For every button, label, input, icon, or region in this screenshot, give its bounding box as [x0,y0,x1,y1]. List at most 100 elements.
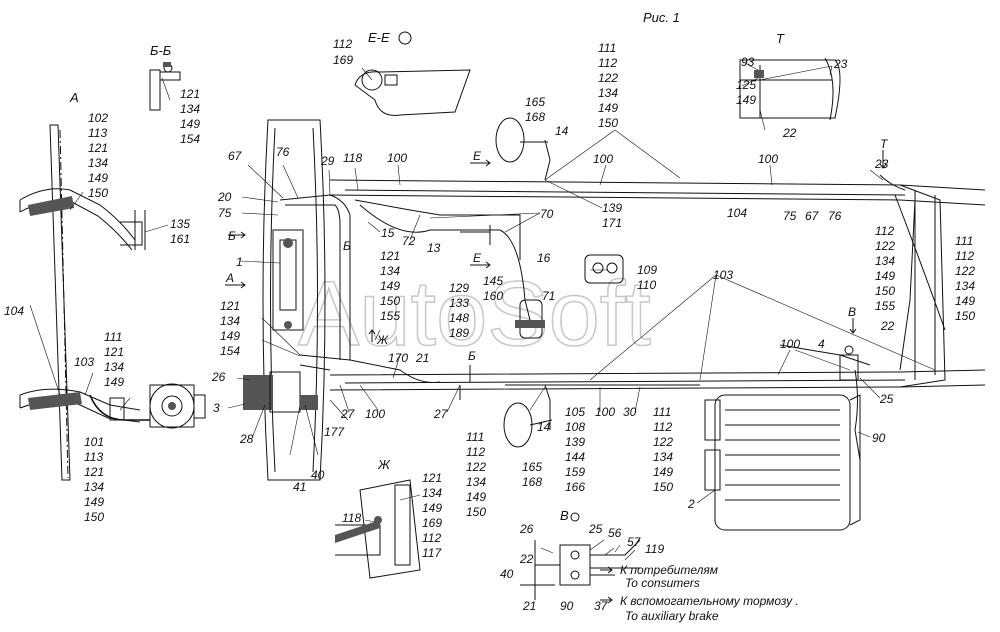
callout: 134 [955,279,975,293]
callout: 90 [560,599,574,613]
callout: 21 [415,351,429,365]
callout: 100 [387,151,407,165]
callout: 113 [84,450,103,464]
arrow-b2-label: Б [343,239,351,253]
callout: 133 [449,296,469,310]
figure-title: Рис. 1 [643,10,680,25]
callout: 118 [343,151,362,165]
callout: 145 [483,274,503,288]
callout: 150 [380,294,400,308]
callout: 112 [422,531,441,545]
detail-bb-drawing [149,62,181,111]
callout: 134 [104,360,124,374]
callout: 171 [602,216,622,230]
callout: 104 [4,304,24,318]
callout: 14 [555,124,569,138]
callout: 135 [170,217,190,231]
callout: 75 [218,206,232,220]
callout: 112 [653,420,672,434]
callout: 166 [565,480,585,494]
frame-rails [329,179,986,391]
callout: 105 [565,405,585,419]
callout: 113 [88,126,107,140]
callout: 16 [537,251,551,265]
callout: 150 [598,116,618,130]
callout: 22 [880,319,895,333]
callout: 75 [783,209,797,223]
callout: 109 [637,263,657,277]
section-zh-title: Ж [377,457,391,472]
callout: 134 [88,156,108,170]
callout: 102 [88,111,108,125]
callout: 27 [340,407,356,421]
callout: 110 [637,278,656,292]
detail-zh-drawing [335,479,421,579]
callout: 121 [84,465,104,479]
callout: 104 [727,206,747,220]
arrow-a-label: A [225,271,234,285]
callout: 100 [365,407,385,421]
callout: 134 [220,314,240,328]
callout: 41 [293,480,306,494]
callout: 23 [833,57,848,71]
callout: 3 [213,401,220,415]
callout: 23 [874,157,889,171]
callout: 150 [875,284,895,298]
callout: 168 [522,475,542,489]
callout: 112 [598,56,617,70]
callout: 144 [565,450,585,464]
callout: 149 [88,171,108,185]
detail-a-drawing [19,124,206,481]
callout: 134 [84,480,104,494]
callout: 149 [598,101,618,115]
callout: 134 [598,86,618,100]
callout: 150 [466,505,486,519]
callout: 121 [180,87,200,101]
callout: 139 [565,435,585,449]
callout: 101 [84,435,104,449]
callout: 169 [333,53,353,67]
callout: 100 [593,152,613,166]
callout: 149 [653,465,673,479]
callout: 119 [645,542,664,556]
callout: 4 [818,337,825,351]
callout: 122 [653,435,673,449]
callout: 165 [525,95,545,109]
brake-lines [279,139,916,461]
callout: 170 [388,351,408,365]
callout: 108 [565,420,585,434]
detail-ee-drawing [354,31,471,116]
section-a-title: A [69,90,79,105]
callout: 122 [598,71,618,85]
callout: 93 [741,55,755,69]
note-consumers-en: To consumers [625,576,700,590]
callout: 150 [653,480,673,494]
callout: 134 [653,450,673,464]
callout: 129 [449,281,469,295]
callout: 149 [180,117,200,131]
callout: 111 [653,405,671,419]
arrow-b1-label: Б [228,229,236,243]
callout: 125 [736,78,756,92]
arrow-e1-label: Е [473,149,482,163]
callout: 134 [875,254,895,268]
callout: 149 [736,93,756,107]
callout: 121 [104,345,124,359]
callout: 112 [333,37,352,51]
callout: 30 [623,405,637,419]
note-consumers-ru: К потребителям [620,563,718,577]
callout: 67 [228,149,243,163]
callout: 134 [422,486,442,500]
brake-chamber-top [495,117,548,163]
detail-v-drawing [520,512,641,600]
callout: 90 [872,431,886,445]
callout: 25 [588,522,603,536]
callout: 100 [780,337,800,351]
callout: 117 [422,546,442,560]
callout: 70 [540,207,554,221]
callout: 22 [782,126,797,140]
callout: 121 [380,249,400,263]
callout: 103 [713,268,733,282]
